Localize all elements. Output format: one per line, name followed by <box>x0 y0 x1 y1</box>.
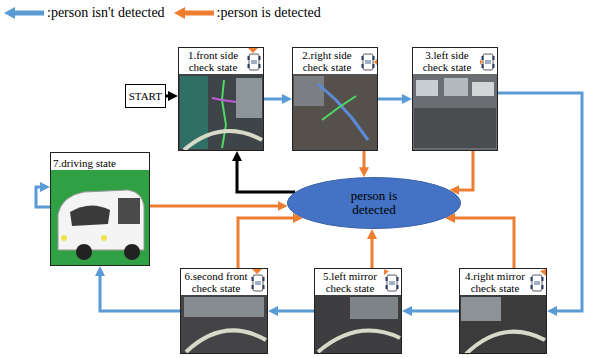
connector <box>238 218 294 268</box>
node-label: START <box>129 90 162 103</box>
car-icon <box>531 269 547 291</box>
node-label: 3.left side check state <box>414 48 480 74</box>
legend-item: :person is detected <box>173 5 321 21</box>
car-icon <box>252 269 265 291</box>
node-label: 7.driving state <box>52 156 117 170</box>
state-box: 2.right side check state <box>292 47 378 151</box>
connector <box>36 187 50 207</box>
legend-label: :person is detected <box>217 5 321 21</box>
node-label: person is detected <box>337 189 411 217</box>
connector <box>371 238 374 268</box>
connector <box>100 275 180 311</box>
state-box: 3.left side check state <box>412 47 498 151</box>
node-label: 1.front side check state <box>180 48 246 74</box>
connector <box>363 151 366 168</box>
connector <box>264 98 283 101</box>
connector <box>378 98 403 101</box>
camera-photo <box>314 268 402 354</box>
camera-photo <box>178 47 264 151</box>
car-icon <box>248 48 261 70</box>
connector <box>277 310 314 313</box>
state-box: 7.driving state <box>50 152 150 266</box>
connector <box>150 205 279 208</box>
connector <box>454 218 514 268</box>
legend-arrow <box>174 7 214 19</box>
car-icon <box>479 54 495 70</box>
state-box: 6.second front check state <box>180 268 268 354</box>
node-label: 4.right mirror check state <box>461 269 529 295</box>
camera-photo <box>180 268 268 354</box>
camera-photo <box>292 47 378 151</box>
state-box: 4.right mirror check state <box>459 268 547 354</box>
car-icon <box>362 54 379 70</box>
legend-item: :person isn't detected <box>3 5 165 21</box>
connector <box>237 160 295 192</box>
connector <box>411 310 459 313</box>
connector <box>458 151 473 190</box>
node-label: 6.second front check state <box>182 269 250 295</box>
legend-swatch <box>173 6 215 20</box>
car-icon <box>383 269 399 291</box>
legend-label: :person isn't detected <box>47 5 165 21</box>
state-box: 1.front side check state <box>178 47 264 151</box>
legend-swatch <box>3 6 45 20</box>
state-box: 5.left mirror check state <box>314 268 402 354</box>
event-ellipse: person is detected <box>287 177 461 229</box>
camera-photo <box>459 268 547 354</box>
node-label: 2.right side check state <box>294 48 360 74</box>
legend-arrow <box>4 7 44 19</box>
camera-photo <box>412 47 498 151</box>
start-box: START <box>125 84 166 108</box>
connector <box>166 95 169 98</box>
vehicle-photo <box>50 152 150 266</box>
node-label: 5.left mirror check state <box>316 269 384 295</box>
